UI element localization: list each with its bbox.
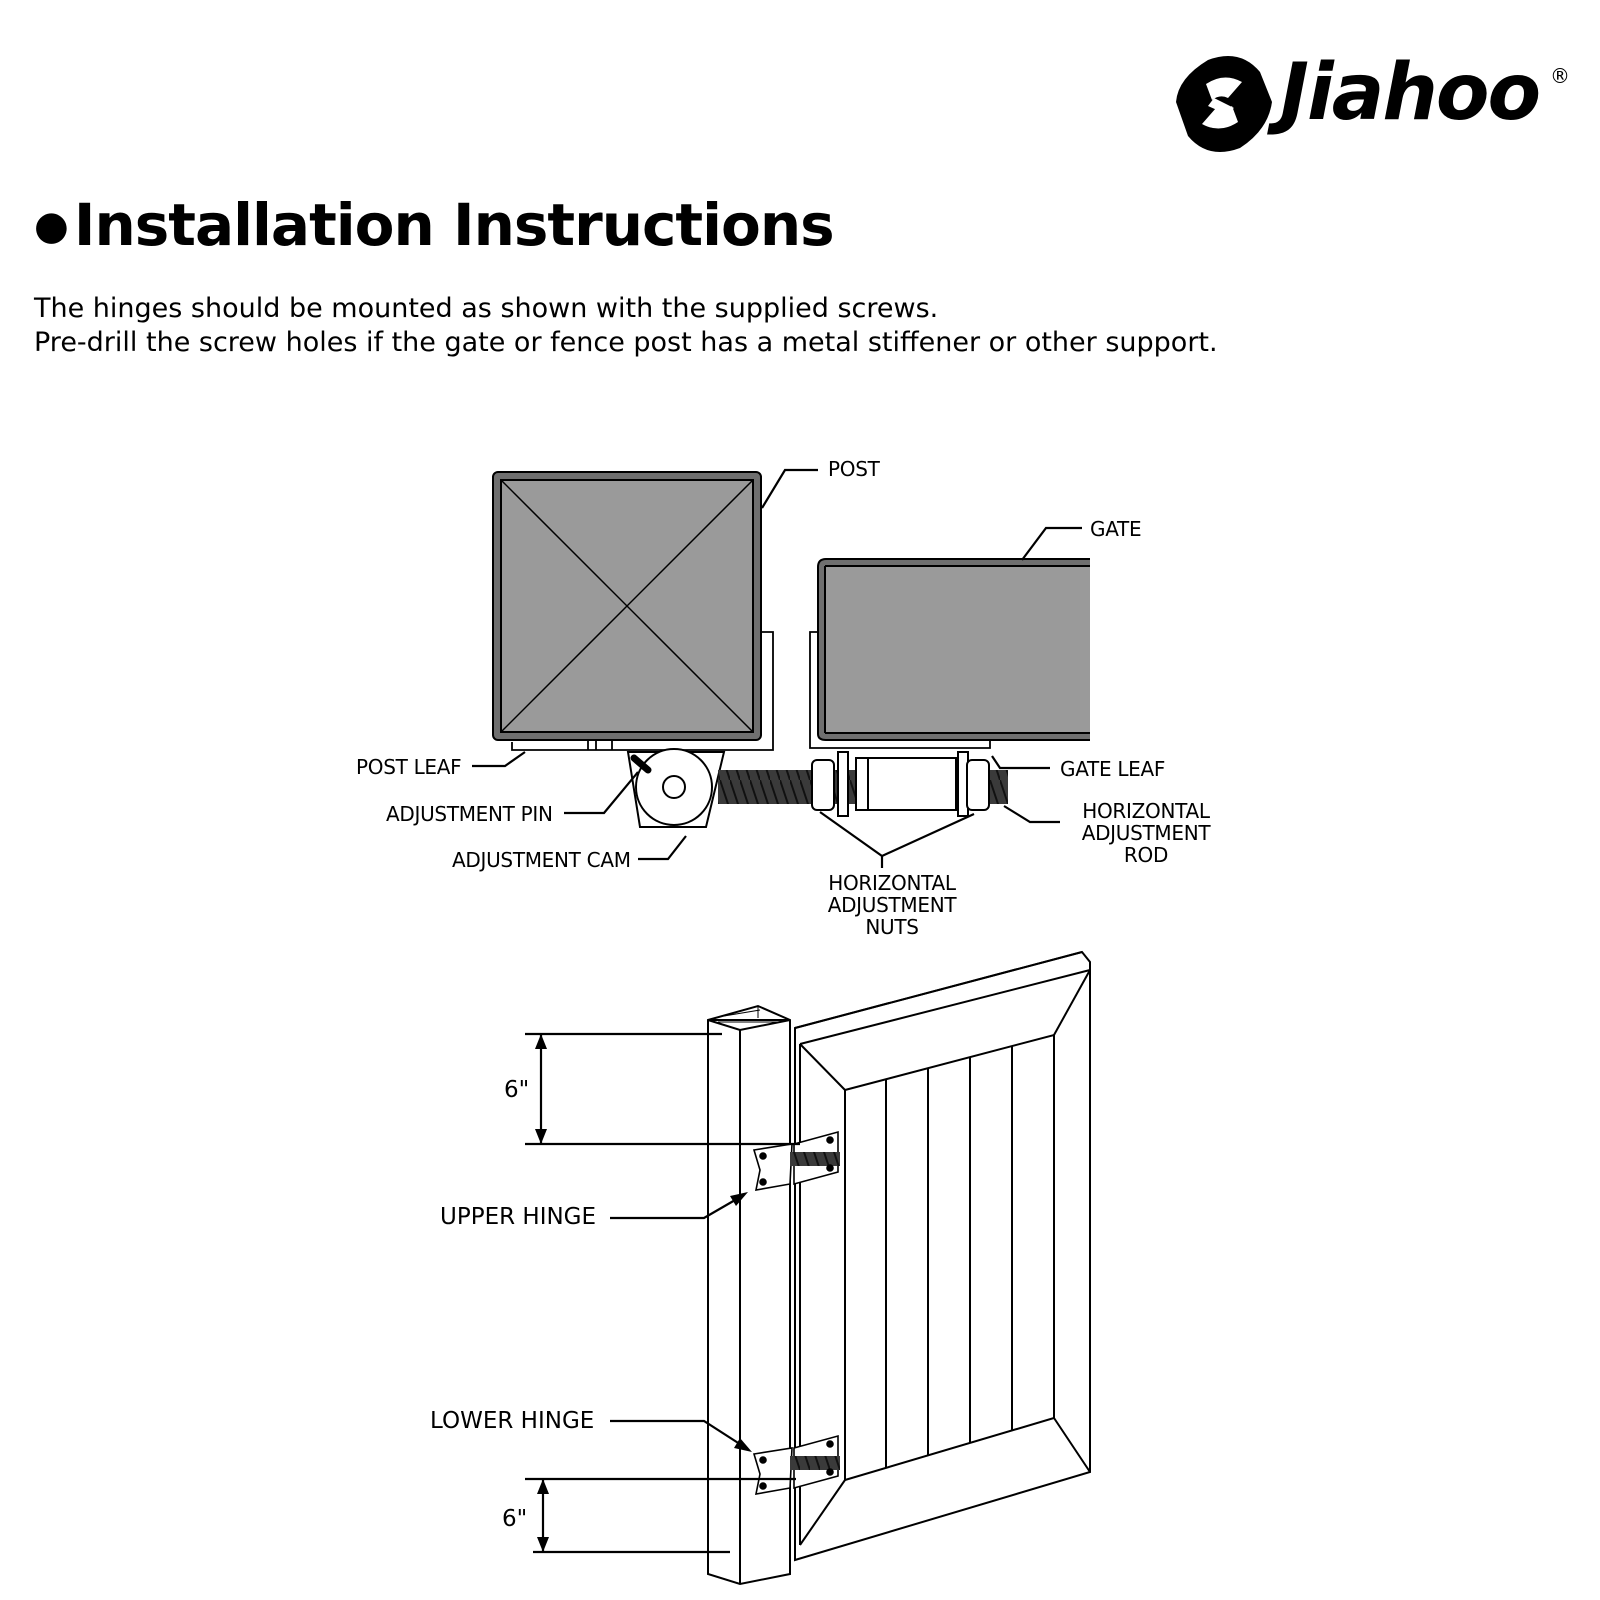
lower-hinge [752, 1434, 840, 1495]
adjustment-cam [626, 748, 726, 828]
brand-logo: Jiahoo ® [1168, 50, 1578, 160]
adjustment-pin [630, 754, 652, 774]
registered-mark: ® [1550, 64, 1570, 88]
title-text: Installation Instructions [73, 191, 835, 259]
post-section [492, 471, 762, 741]
label-horizontal-adjustment-rod: HORIZONTAL ADJUSTMENT ROD [1066, 800, 1226, 866]
intro-line-1: The hinges should be mounted as shown wi… [34, 293, 939, 324]
intro-line-2: Pre-drill the screw holes if the gate or… [34, 327, 1218, 358]
label-upper-hinge: UPPER HINGE [440, 1204, 597, 1230]
label-gate: GATE [1090, 517, 1142, 541]
fence-post [707, 1004, 791, 1586]
label-adjustment-cam: ADJUSTMENT CAM [452, 848, 631, 872]
intro-text: The hinges should be mounted as shown wi… [34, 292, 1218, 360]
nuts-label-line-3: NUTS [865, 915, 919, 939]
dimension-bottom-offset: 6" [502, 1506, 528, 1532]
label-post: POST [828, 457, 880, 481]
label-lower-hinge: LOWER HINGE [430, 1408, 595, 1434]
gate-panel [794, 950, 1091, 1562]
rod-label-line-3: ROD [1123, 843, 1169, 867]
gate-bracket [809, 631, 991, 749]
nuts-label-line-2: ADJUSTMENT [827, 893, 957, 917]
logo-emblem-icon [1176, 56, 1272, 152]
label-gate-leaf: GATE LEAF [1060, 757, 1166, 781]
nuts-label-line-1: HORIZONTAL [828, 871, 956, 895]
arrow-heads [535, 1034, 752, 1552]
label-post-leaf: POST LEAF [356, 755, 462, 779]
dimension-lines [525, 1032, 800, 1554]
gate-section [817, 558, 1090, 741]
top-callout-lines [472, 468, 1082, 868]
label-adjustment-pin: ADJUSTMENT PIN [386, 802, 553, 826]
page-title: ●Installation Instructions [34, 196, 835, 254]
rod-label-line-2: ADJUSTMENT [1081, 821, 1211, 845]
dimension-top-offset: 6" [504, 1077, 530, 1103]
title-bullet: ● [34, 203, 69, 249]
nut-block [811, 751, 990, 817]
rod-label-line-1: HORIZONTAL [1082, 799, 1210, 823]
brand-name: Jiahoo [1280, 48, 1541, 138]
label-horizontal-adjustment-nuts: HORIZONTAL ADJUSTMENT NUTS [812, 872, 972, 938]
upper-hinge [752, 1130, 840, 1191]
hinge-pointers [610, 1195, 747, 1449]
post-bracket [511, 631, 774, 751]
